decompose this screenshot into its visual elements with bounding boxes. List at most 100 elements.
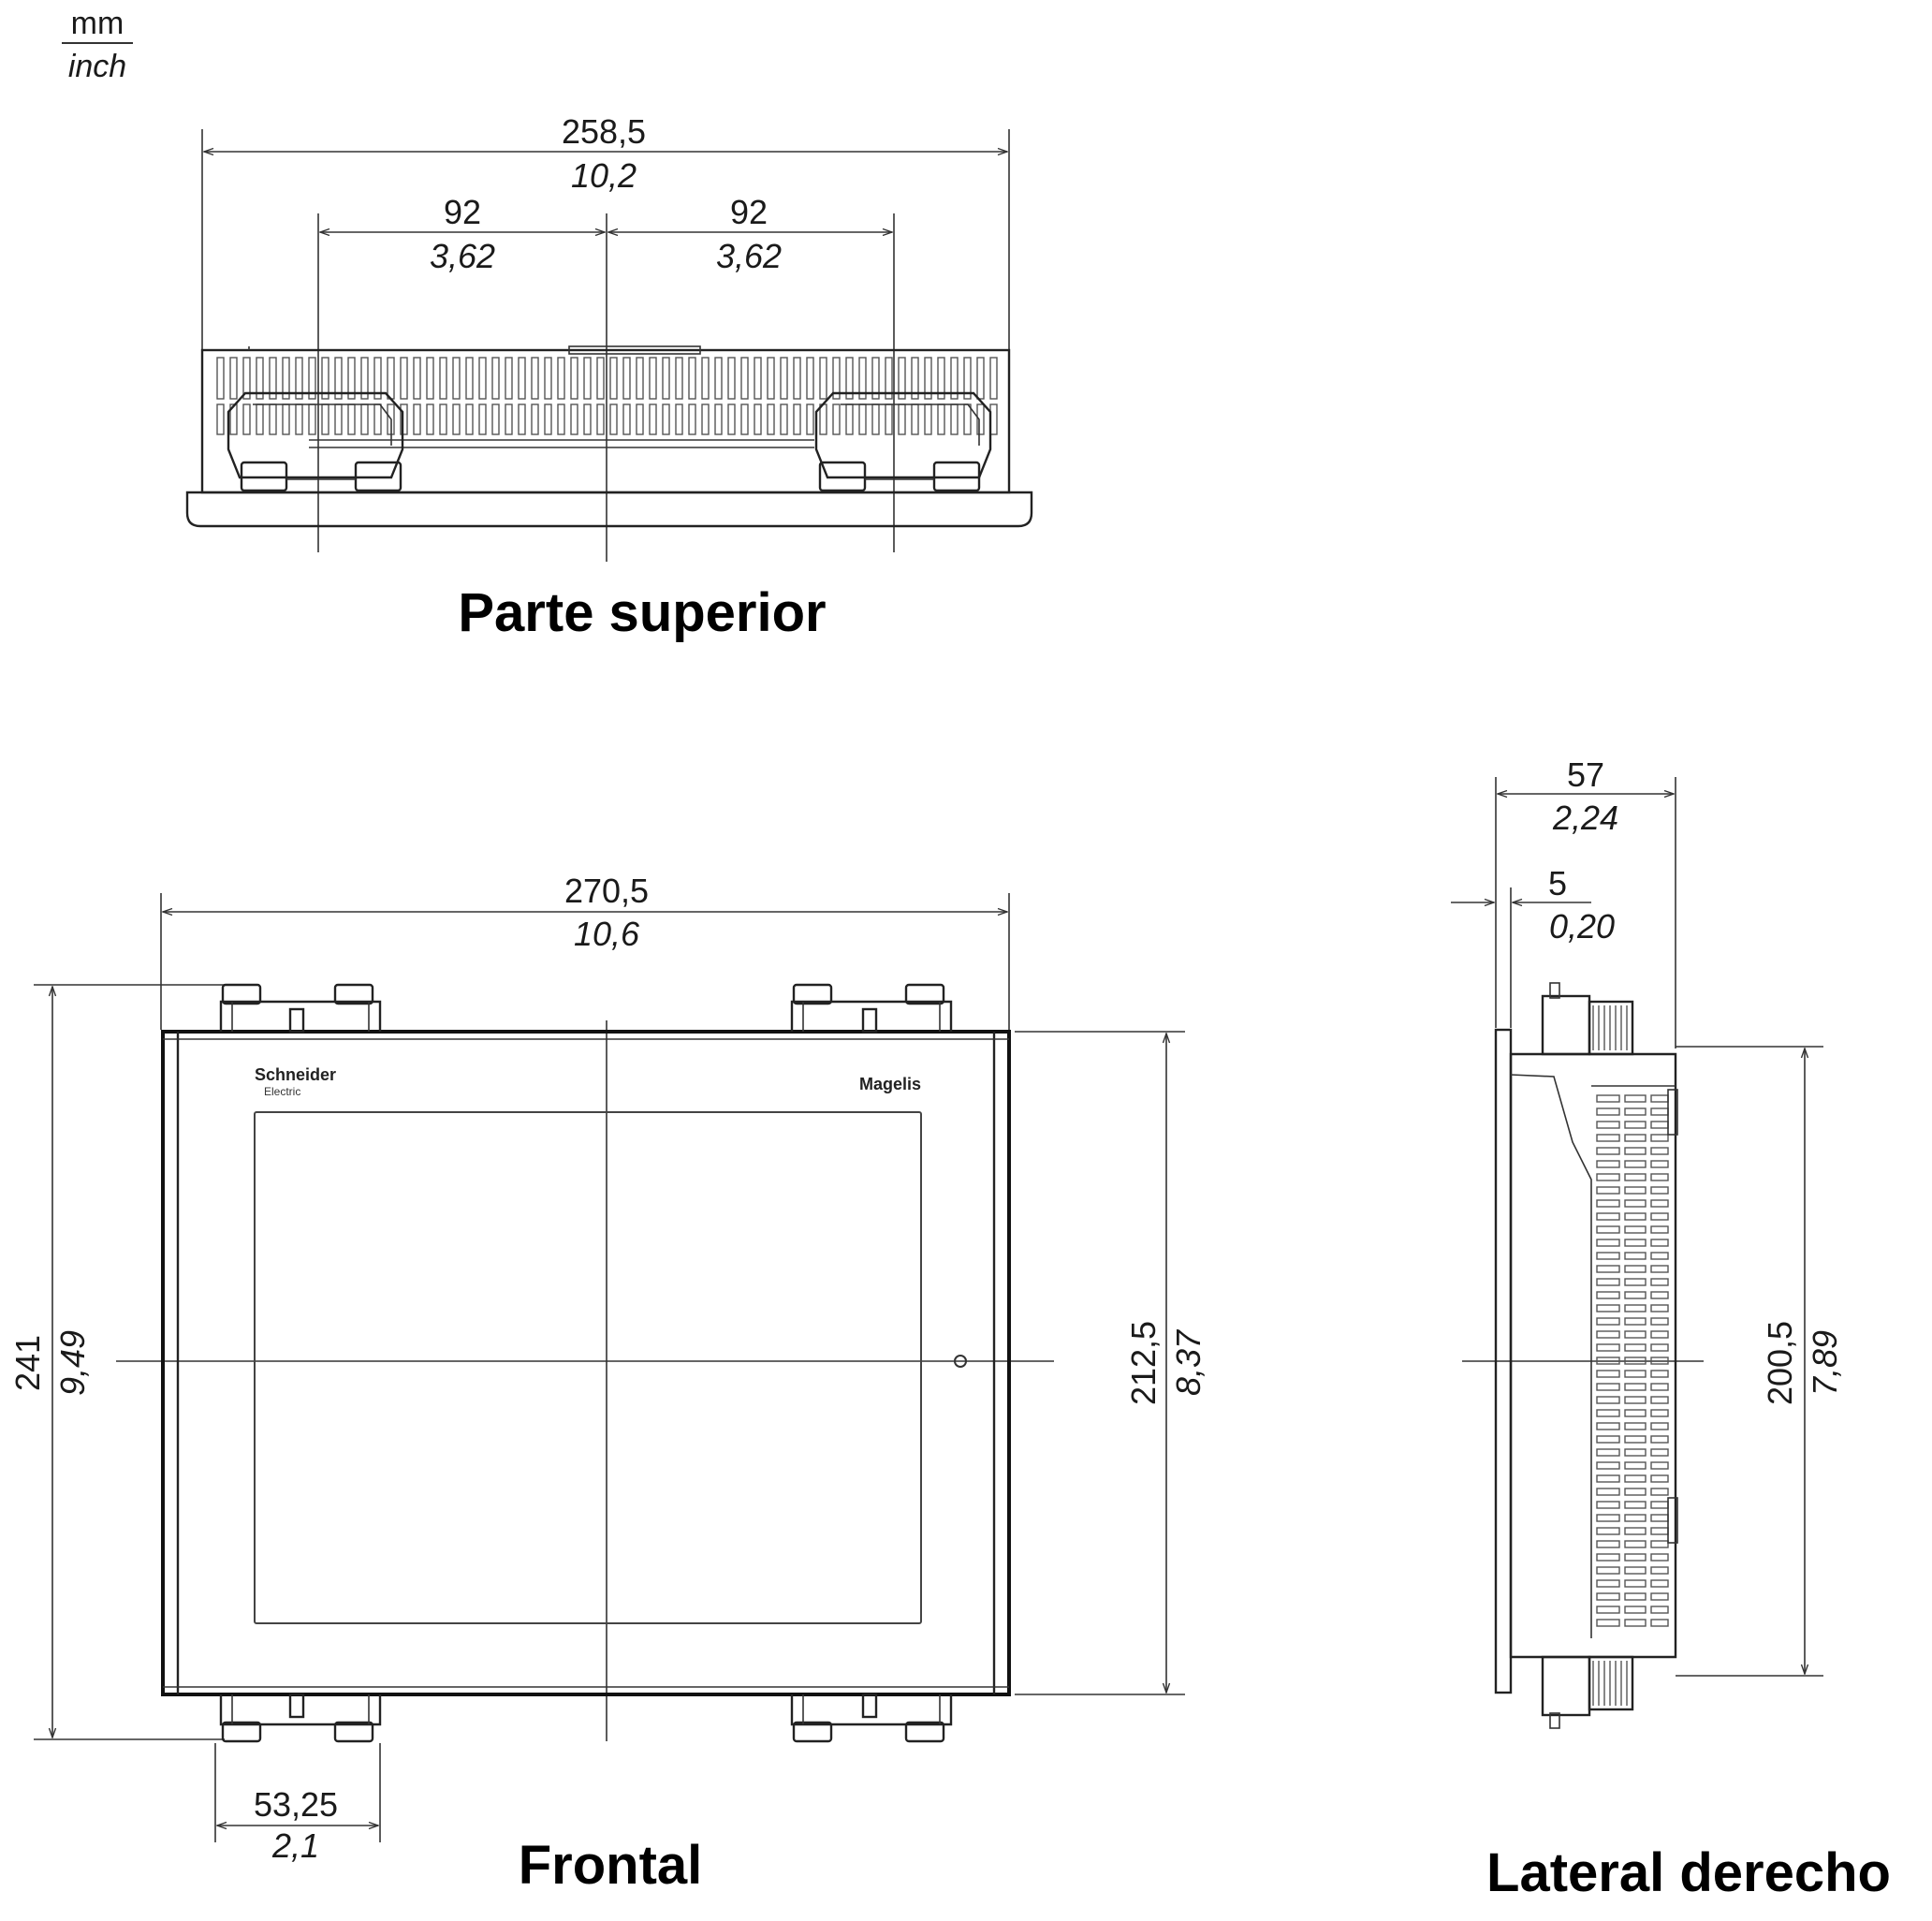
vent-slot bbox=[675, 403, 683, 435]
vent-slot bbox=[740, 357, 749, 400]
vent-slot bbox=[295, 403, 303, 435]
vent-slot bbox=[1596, 1304, 1620, 1312]
vent-slot bbox=[1650, 1488, 1669, 1496]
vent-slot bbox=[819, 357, 827, 400]
vent-slot bbox=[675, 357, 683, 400]
vent-slot bbox=[557, 403, 565, 435]
vent-slot bbox=[1650, 1540, 1669, 1548]
vent-slot bbox=[282, 403, 290, 435]
vent-slot bbox=[308, 403, 316, 435]
dim-clip-offset-inch: 2,1 bbox=[271, 1826, 319, 1865]
front-clips-bottom bbox=[219, 1693, 953, 1743]
vent-slot bbox=[1624, 1094, 1647, 1103]
vent-slot bbox=[1624, 1356, 1647, 1365]
vent-slot bbox=[544, 403, 552, 435]
vent-slot bbox=[622, 403, 631, 435]
vent-slot bbox=[1624, 1330, 1647, 1339]
front-view-title: Frontal bbox=[519, 1835, 703, 1896]
vent-slot bbox=[478, 357, 487, 400]
vent-slot bbox=[413, 357, 421, 400]
vent-slot bbox=[1650, 1383, 1669, 1391]
vent-slot bbox=[1650, 1225, 1669, 1234]
vent-slot bbox=[950, 403, 959, 435]
vent-slot bbox=[518, 357, 526, 400]
vent-slot bbox=[1596, 1383, 1620, 1391]
vent-slot bbox=[1650, 1212, 1669, 1221]
vent-slot bbox=[491, 357, 500, 400]
vent-slot bbox=[1596, 1579, 1620, 1588]
vent-slot bbox=[1624, 1540, 1647, 1548]
vent-slot bbox=[1624, 1160, 1647, 1168]
vent-slot bbox=[1596, 1566, 1620, 1575]
vent-slot bbox=[1596, 1592, 1620, 1601]
vent-slot bbox=[1650, 1474, 1669, 1483]
vent-slot bbox=[688, 357, 696, 400]
vent-slot bbox=[963, 357, 972, 400]
vent-slot bbox=[1650, 1239, 1669, 1247]
vent-slot bbox=[229, 357, 238, 400]
vent-slot bbox=[1596, 1409, 1620, 1417]
vent-slot bbox=[1596, 1343, 1620, 1352]
vent-slot bbox=[1650, 1409, 1669, 1417]
vent-slot bbox=[832, 357, 841, 400]
vent-slot bbox=[426, 357, 434, 400]
vent-slot bbox=[439, 357, 447, 400]
top-view: 258,5 10,2 92 3,62 92 3,62 bbox=[185, 112, 1033, 643]
vent-slot bbox=[845, 357, 854, 400]
vent-slot bbox=[649, 357, 657, 400]
vent-slot bbox=[465, 357, 474, 400]
vent-slot bbox=[1596, 1160, 1620, 1168]
vent-slot bbox=[1624, 1343, 1647, 1352]
vent-slot bbox=[976, 357, 985, 400]
dim-side-height-inch: 7,89 bbox=[1806, 1330, 1844, 1396]
status-led bbox=[954, 1355, 967, 1368]
vent-slot bbox=[885, 357, 893, 400]
side-vent-slots bbox=[1596, 1094, 1669, 1627]
vent-slot bbox=[1624, 1147, 1647, 1155]
vent-slot bbox=[845, 403, 854, 435]
vent-slot bbox=[609, 357, 618, 400]
vent-slot bbox=[989, 357, 998, 400]
vent-slot bbox=[596, 403, 605, 435]
vent-slot bbox=[1596, 1540, 1620, 1548]
vent-slot bbox=[688, 403, 696, 435]
vent-slot bbox=[1596, 1134, 1620, 1142]
vent-slot bbox=[1650, 1553, 1669, 1562]
vent-slot bbox=[1650, 1396, 1669, 1404]
vent-slot bbox=[1650, 1199, 1669, 1208]
vent-slot bbox=[609, 403, 618, 435]
vent-slot bbox=[649, 403, 657, 435]
vent-slot bbox=[924, 357, 932, 400]
vent-slot bbox=[1596, 1278, 1620, 1286]
vent-slot bbox=[1650, 1435, 1669, 1444]
vent-slot bbox=[1650, 1121, 1669, 1129]
vent-slot bbox=[1596, 1370, 1620, 1378]
vent-slot bbox=[1624, 1527, 1647, 1535]
vent-slot bbox=[1596, 1094, 1620, 1103]
vent-slot bbox=[1650, 1356, 1669, 1365]
vent-slot bbox=[1624, 1606, 1647, 1614]
vent-slot bbox=[1596, 1553, 1620, 1562]
vent-slot bbox=[1624, 1448, 1647, 1457]
vent-slot bbox=[1650, 1448, 1669, 1457]
vent-slot bbox=[1596, 1606, 1620, 1614]
vent-slot bbox=[1624, 1107, 1647, 1116]
vent-slot bbox=[1624, 1121, 1647, 1129]
vent-slot bbox=[793, 403, 801, 435]
dim-left-half-mm: 92 bbox=[444, 193, 481, 231]
vent-slot bbox=[1624, 1501, 1647, 1509]
vent-slot bbox=[1624, 1514, 1647, 1522]
vent-slot bbox=[360, 357, 369, 400]
vent-slot bbox=[1596, 1317, 1620, 1326]
vent-slot bbox=[1650, 1291, 1669, 1299]
vent-slot bbox=[1624, 1370, 1647, 1378]
vent-slot bbox=[1624, 1317, 1647, 1326]
vent-slot bbox=[1624, 1396, 1647, 1404]
vent-slot bbox=[1650, 1265, 1669, 1273]
vent-slot bbox=[439, 403, 447, 435]
vent-slot bbox=[452, 403, 461, 435]
side-housing bbox=[1494, 982, 1678, 1729]
vent-slot bbox=[216, 357, 225, 400]
vent-slot bbox=[1596, 1330, 1620, 1339]
